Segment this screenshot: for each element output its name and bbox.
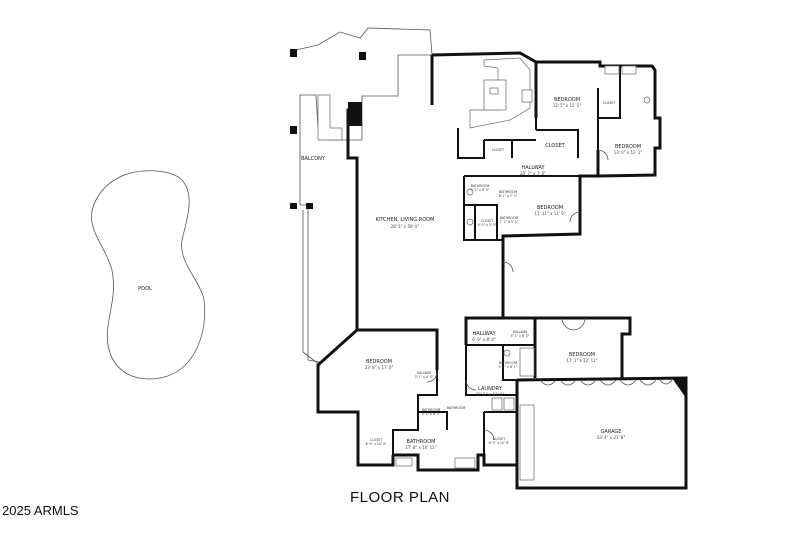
room-label-bedroom-e: BEDROOM xyxy=(615,144,641,150)
post xyxy=(290,49,297,57)
room-label-bathroom-s: BATHROOM xyxy=(499,361,518,365)
room-label-bedroom-sw: BEDROOM xyxy=(366,359,392,365)
room-label-bathroom-sw2: BATHROOM xyxy=(447,406,466,410)
exterior-wall-south xyxy=(393,376,688,490)
garage-corner xyxy=(672,378,686,398)
toilet xyxy=(466,218,474,226)
room-label-closet-s: CLOSET xyxy=(493,437,505,441)
vanity xyxy=(395,457,413,467)
room-dims-bedroom-e: 13' 0" x 12' 1" xyxy=(614,150,643,155)
bar-counter xyxy=(317,94,343,141)
balcony-railing xyxy=(302,210,358,366)
exterior-wall-west-living xyxy=(346,108,362,330)
room-label-bedroom-mid: BEDROOM xyxy=(537,205,563,211)
room-dims-garage: 33' 4" x 21' 8" xyxy=(597,435,626,440)
kitchen-island xyxy=(483,79,507,111)
room-label-hallway-s2: HALLWAY xyxy=(513,330,528,334)
room-dims-kitchen-living: 28' 5" x 59' 0" xyxy=(391,224,420,229)
interior-walls-north xyxy=(457,66,621,241)
room-dims-bathroom-main: 17' 8" x 10' 11" xyxy=(405,445,436,450)
vanity xyxy=(604,65,620,75)
sink xyxy=(489,87,499,95)
room-label-pool: POOL xyxy=(138,286,152,292)
balcony-outline xyxy=(295,27,433,363)
room-label-closet-sw: CLOSET xyxy=(370,438,382,442)
room-label-closet-kitchen: CLOSET xyxy=(492,148,504,152)
room-label-garage: GARAGE xyxy=(601,429,622,435)
room-label-balcony: BALCONY xyxy=(301,156,326,162)
copyright-watermark: 2025 ARMLS xyxy=(2,503,79,518)
room-dims-closet-n: 4' 0" x 3' 0" xyxy=(478,223,497,227)
post xyxy=(348,102,362,126)
floor-plan-caption: FLOOR PLAN xyxy=(349,489,451,506)
room-label-bathroom-n3: BATHROOM xyxy=(500,216,519,220)
pool-outline xyxy=(91,170,206,380)
room-label-closet-ne: CLOSET xyxy=(603,101,615,105)
room-label-bathroom-n2: BATHROOM xyxy=(499,190,518,194)
room-label-closet-n: CLOSET xyxy=(481,219,493,223)
toilet xyxy=(466,188,474,196)
tub xyxy=(454,457,476,469)
toilet xyxy=(643,96,651,104)
post xyxy=(290,203,297,209)
exterior-wall-north xyxy=(430,51,662,318)
room-dims-bedroom-ne: 12' 5" x 15' 5" xyxy=(553,103,582,108)
post xyxy=(290,126,297,134)
room-dims-hallway-s2: 5' 1" x 6' 0" xyxy=(511,334,530,338)
post xyxy=(306,203,313,209)
room-dims-bathroom-n2: 6' 1" x 7' 1" xyxy=(499,194,518,198)
dryer xyxy=(503,397,515,411)
washer xyxy=(491,397,503,411)
room-label-hallway-s: HALLWAY xyxy=(472,331,496,337)
post xyxy=(359,52,366,60)
room-label-bathroom-n1: BATHROOM xyxy=(471,184,490,188)
room-dims-hallway-sw: 3' 1" x 4' 0" xyxy=(415,375,434,379)
room-dims-laundry: 10' 1" x 11' 6" xyxy=(476,392,505,397)
vanity xyxy=(621,65,637,75)
room-label-hallway-sw: HALLWAY xyxy=(417,371,432,375)
door-swings xyxy=(426,149,609,441)
tub xyxy=(519,347,535,377)
room-dims-bedroom-sw: 23' 8" x 17' 0" xyxy=(365,365,394,370)
room-label-bedroom-ne: BEDROOM xyxy=(554,97,580,103)
room-dims-hallway-s: 6' 9" x 8' 4" xyxy=(472,337,496,342)
garage-cabinet xyxy=(519,404,535,481)
room-label-laundry: LAUNDRY xyxy=(478,386,503,392)
room-label-bathroom-sw1: BATHROOM xyxy=(422,408,441,412)
room-label-kitchen-living: KITCHEN, LIVING ROOM xyxy=(376,217,435,223)
room-dims-bedroom-se: 17' 1" x 12' 11" xyxy=(566,358,597,363)
interior-walls-south xyxy=(392,344,535,455)
room-label-bedroom-se: BEDROOM xyxy=(569,352,595,358)
garage-door-arcs xyxy=(539,379,673,386)
room-dims-bathroom-n1: 5' 5" x 6' 0" xyxy=(471,188,490,192)
exterior-wall-east-south xyxy=(464,316,632,378)
room-dims-closet-sw: 6' 0" x 10' 4" xyxy=(366,442,387,446)
room-label-bathroom-main: BATHROOM xyxy=(407,439,436,445)
room-dims-bathroom-s: 5' 1" x 8' 1" xyxy=(499,365,518,369)
exterior-wall-west-bedroom xyxy=(316,328,439,467)
toilet xyxy=(503,349,511,357)
room-dims-bathroom-sw1: 5' 4" x 6' 1" xyxy=(422,412,441,416)
range xyxy=(521,89,533,103)
room-dims-closet-s: 6' 5" x 10' 6" xyxy=(489,441,510,445)
room-dims-bathroom-n3: 7' 1" x 5' 1" xyxy=(500,220,519,224)
room-label-closet-hall: CLOSET xyxy=(545,143,565,149)
room-dims-hallway-n: 20' 7" x 7' 0" xyxy=(520,171,546,176)
room-label-hallway-n: HALLWAY xyxy=(521,165,545,171)
room-dims-bedroom-mid: 11' 11" x 11' 9" xyxy=(534,211,565,216)
